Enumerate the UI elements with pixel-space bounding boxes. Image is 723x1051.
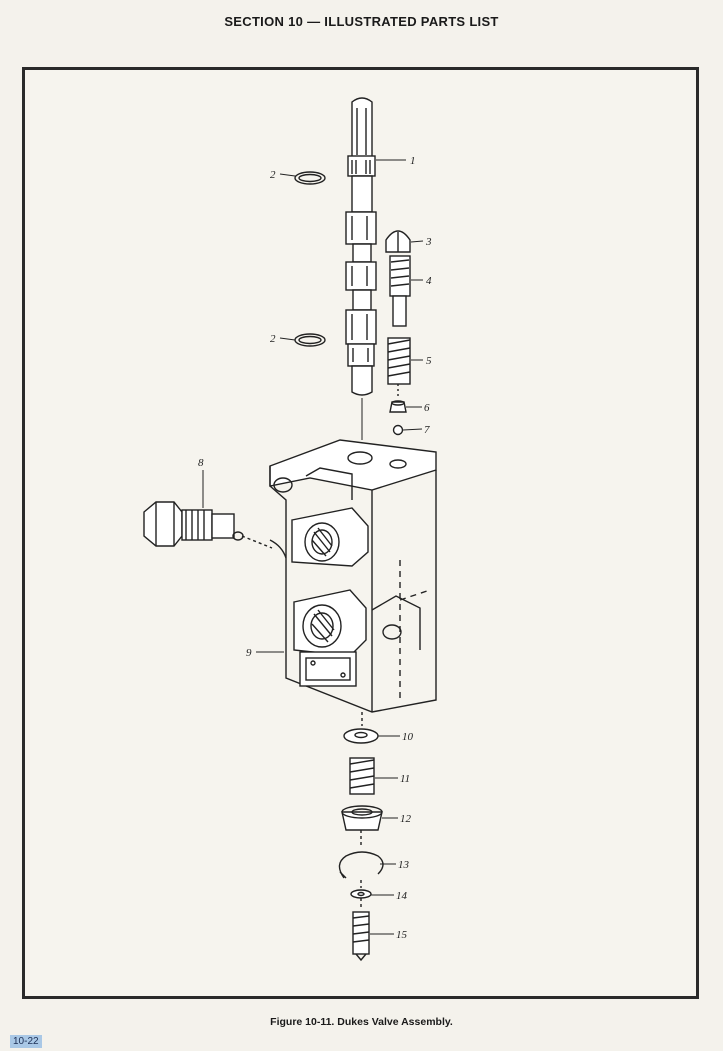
callout-1: 1 bbox=[410, 155, 416, 167]
callout-12: 12 bbox=[400, 813, 412, 825]
valve-body-part-9 bbox=[269, 439, 437, 713]
page-number: 10-22 bbox=[10, 1035, 42, 1048]
callout-8: 8 bbox=[198, 457, 204, 469]
callout-14: 14 bbox=[396, 890, 408, 902]
callout-11: 11 bbox=[400, 773, 410, 785]
figure-caption: Figure 10-11. Dukes Valve Assembly. bbox=[270, 1016, 453, 1028]
callout-5: 5 bbox=[426, 355, 432, 367]
section-header: SECTION 10 — ILLUSTRATED PARTS LIST bbox=[224, 14, 499, 29]
callout-15: 15 bbox=[396, 929, 408, 941]
callout-2-upper: 2 bbox=[270, 169, 276, 181]
callout-4: 4 bbox=[426, 275, 432, 287]
callout-3: 3 bbox=[425, 236, 432, 248]
callout-10: 10 bbox=[402, 731, 414, 743]
callout-2-lower: 2 bbox=[270, 333, 276, 345]
callout-6: 6 bbox=[424, 402, 430, 414]
callout-13: 13 bbox=[398, 859, 410, 871]
spool-part-1 bbox=[345, 97, 377, 440]
o-ring-upper bbox=[294, 171, 326, 185]
callout-9: 9 bbox=[246, 647, 252, 659]
callout-7: 7 bbox=[424, 424, 430, 436]
